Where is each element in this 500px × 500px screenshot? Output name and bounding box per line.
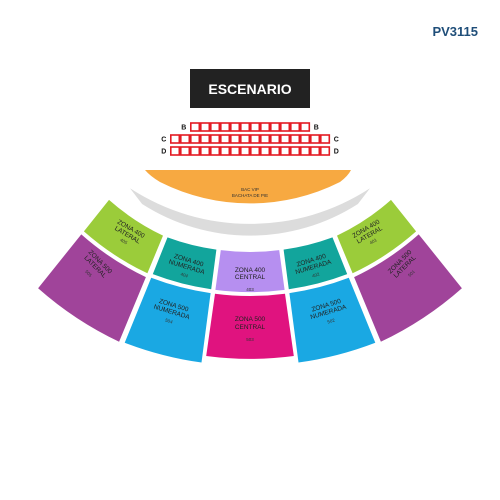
seat-D-13[interactable] <box>289 146 301 156</box>
zone-500-central[interactable] <box>206 293 294 359</box>
seat-D-10[interactable] <box>259 146 271 156</box>
zone-400-central[interactable] <box>215 250 285 293</box>
seat-B-9[interactable] <box>269 122 281 132</box>
zone-vip[interactable] <box>145 170 351 204</box>
zone-500-numerada-left[interactable] <box>124 277 211 363</box>
seat-C-8[interactable] <box>240 134 251 144</box>
seat-B-5[interactable] <box>230 122 241 132</box>
zone-code: 505 <box>84 269 93 278</box>
seat-D-15[interactable] <box>309 146 321 156</box>
seat-B-10[interactable] <box>279 122 291 132</box>
seat-C-5[interactable] <box>210 134 221 144</box>
seat-D-12[interactable] <box>279 146 291 156</box>
seat-C-1[interactable] <box>170 134 181 144</box>
seat-B-1[interactable] <box>190 122 201 132</box>
row-label-D-right: D <box>334 149 339 156</box>
zone-label: ZONA 500 <box>235 316 266 323</box>
zone-400-numerada-right[interactable] <box>283 237 348 290</box>
seat-B-11[interactable] <box>289 122 301 132</box>
zone-code: 502 <box>327 317 336 324</box>
seat-C-6[interactable] <box>220 134 231 144</box>
seat-B-4[interactable] <box>220 122 231 132</box>
seat-C-7[interactable] <box>230 134 241 144</box>
zone-code: 504 <box>165 318 174 325</box>
stage: ESCENARIO <box>190 69 310 108</box>
seat-D-2[interactable] <box>180 146 191 156</box>
row-label-B-left: B <box>181 125 186 132</box>
row-label-C-left: C <box>161 137 166 144</box>
zone-label: ZONA 400 <box>235 267 266 274</box>
seat-B-12[interactable] <box>299 122 311 132</box>
walkway <box>130 188 370 236</box>
zone-400-numerada-left[interactable] <box>152 237 217 290</box>
seat-B-6[interactable] <box>240 122 251 132</box>
seat-D-4[interactable] <box>200 146 211 156</box>
seat-C-4[interactable] <box>200 134 211 144</box>
seat-C-14[interactable] <box>299 134 311 144</box>
zone-code: 404 <box>180 272 189 279</box>
seat-D-14[interactable] <box>299 146 311 156</box>
seat-C-3[interactable] <box>190 134 201 144</box>
row-label-B-right: B <box>314 125 319 132</box>
zone-code: 501 <box>407 269 416 278</box>
seat-C-15[interactable] <box>309 134 321 144</box>
seat-B-7[interactable] <box>250 122 261 132</box>
zone-500-numerada-right[interactable] <box>289 277 376 363</box>
zone-500-lateral-right[interactable] <box>354 234 462 342</box>
zone-code: 405 <box>119 237 128 245</box>
row-label-C-right: C <box>334 137 339 144</box>
seat-D-9[interactable] <box>250 146 261 156</box>
seat-D-11[interactable] <box>269 146 281 156</box>
zone-400-lateral-left[interactable] <box>83 199 163 274</box>
vip-label-2: BACHATA DE PIE <box>232 193 268 198</box>
zone-400-lateral-right[interactable] <box>337 199 417 274</box>
zone-label: CENTRAL <box>235 324 266 331</box>
seat-C-9[interactable] <box>250 134 261 144</box>
seat-D-8[interactable] <box>240 146 251 156</box>
zone-label: CENTRAL <box>235 274 266 281</box>
seat-C-12[interactable] <box>279 134 291 144</box>
seat-D-7[interactable] <box>230 146 241 156</box>
map-code: PV3115 <box>432 24 478 39</box>
seat-B-8[interactable] <box>259 122 271 132</box>
seat-C-13[interactable] <box>289 134 301 144</box>
zone-code: 503 <box>246 337 254 342</box>
zone-500-lateral-left[interactable] <box>38 234 146 342</box>
zone-code: 401 <box>369 237 378 245</box>
seat-B-2[interactable] <box>200 122 211 132</box>
seat-D-16[interactable] <box>319 146 331 156</box>
seat-D-6[interactable] <box>220 146 231 156</box>
seat-B-3[interactable] <box>210 122 221 132</box>
seat-D-1[interactable] <box>170 146 181 156</box>
row-label-D-left: D <box>161 149 166 156</box>
seat-C-11[interactable] <box>269 134 281 144</box>
seat-C-2[interactable] <box>180 134 191 144</box>
zone-code: 402 <box>311 271 320 278</box>
vip-label-1: BAC VIP <box>241 187 259 192</box>
zone-code: 403 <box>246 287 254 292</box>
seat-C-16[interactable] <box>319 134 331 144</box>
seat-D-3[interactable] <box>190 146 201 156</box>
seat-D-5[interactable] <box>210 146 221 156</box>
seat-C-10[interactable] <box>259 134 271 144</box>
